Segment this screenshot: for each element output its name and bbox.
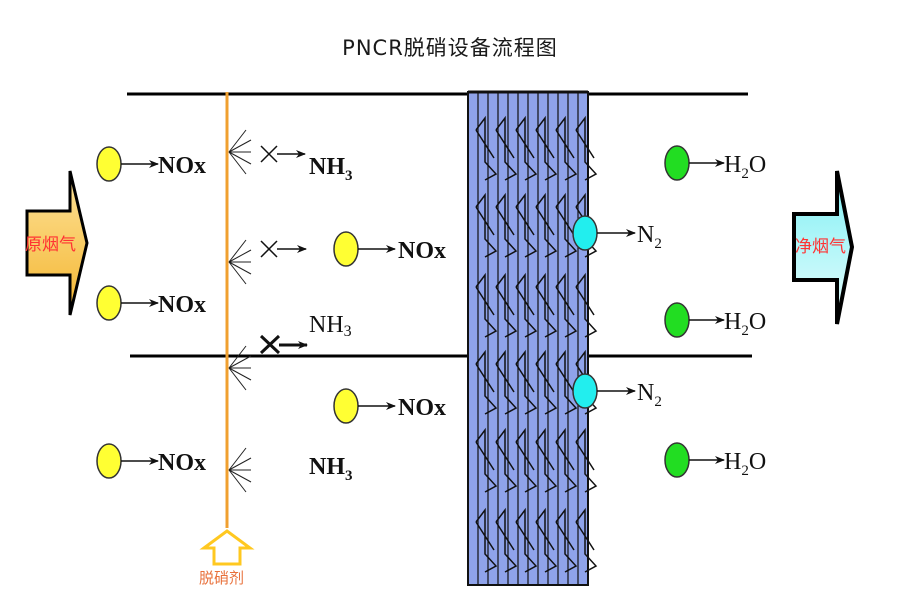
nh3-label-3: NH3 (309, 454, 353, 484)
catalyst-baffle (555, 115, 578, 181)
h2o-label: H2O (724, 152, 766, 182)
catalyst-baffle (555, 349, 578, 415)
catalyst-baffle (515, 272, 538, 338)
nox-label: NOx (158, 450, 206, 476)
catalyst-baffle (495, 272, 518, 338)
catalyst-baffle (475, 115, 498, 181)
n2-product-1: N2 (572, 215, 662, 252)
catalyst-baffle (515, 115, 538, 181)
nox-molecule-icon (96, 443, 122, 479)
nox-molecule-icon (333, 231, 359, 267)
catalyst-baffle (535, 272, 558, 338)
spray-nozzle-icon (228, 447, 252, 493)
catalyst-baffle (495, 192, 518, 258)
reaction-marker-1 (260, 145, 306, 163)
nox-label: NOx (398, 238, 446, 264)
nox-left-2: NOx (96, 285, 206, 321)
reaction-marker-3 (259, 334, 308, 355)
catalyst-baffle (475, 507, 498, 573)
h2o-label: H2O (724, 309, 766, 339)
reagent-inlet-arrow: 脱硝剂 (199, 529, 255, 587)
outlet-flue-gas-arrow: 净烟气 (792, 170, 855, 325)
catalyst-baffle (535, 427, 558, 493)
cross-icon (260, 145, 278, 163)
catalyst-baffle (495, 507, 518, 573)
catalyst-baffle (475, 427, 498, 493)
h2o-label: H2O (724, 449, 766, 479)
cross-icon (260, 240, 278, 258)
spray-nozzle-icon (228, 129, 252, 175)
catalyst-baffle (555, 507, 578, 573)
catalyst-baffle (575, 427, 598, 493)
catalyst-baffle (475, 192, 498, 258)
nox-mid-1: NOx (333, 231, 446, 267)
catalyst-baffle (475, 272, 498, 338)
h2o-product-2: H2O (664, 302, 766, 339)
catalyst-baffle (515, 192, 538, 258)
cross-icon (259, 334, 281, 355)
n2-label: N2 (637, 380, 662, 410)
catalyst-baffle (575, 272, 598, 338)
outlet-label: 净烟气 (795, 237, 846, 257)
catalyst-baffle (515, 427, 538, 493)
catalyst-baffle (535, 192, 558, 258)
catalyst-baffle (495, 115, 518, 181)
catalyst-bed (467, 90, 598, 586)
nox-mid-2: NOx (333, 388, 446, 424)
spray-nozzle-icon (228, 239, 252, 285)
reaction-marker-2 (260, 240, 307, 258)
nh3-label-1: NH3 (309, 154, 353, 184)
h2o-product-3: H2O (664, 442, 766, 479)
nox-label: NOx (398, 395, 446, 421)
catalyst-baffle (495, 349, 518, 415)
spray-nozzle-icon (228, 345, 252, 391)
catalyst-baffle (535, 507, 558, 573)
inlet-label: 原烟气 (25, 235, 76, 255)
catalyst-baffle (475, 349, 498, 415)
h2o-molecule-icon (664, 302, 690, 338)
h2o-product-1: H2O (664, 145, 766, 182)
catalyst-baffle (555, 272, 578, 338)
catalyst-baffle (555, 427, 578, 493)
n2-label: N2 (637, 222, 662, 252)
reagent-label: 脱硝剂 (199, 569, 244, 587)
catalyst-baffle (575, 115, 598, 181)
catalyst-baffle (515, 349, 538, 415)
nox-label: NOx (158, 153, 206, 179)
catalyst-baffle (555, 192, 578, 258)
catalyst-baffle (515, 507, 538, 573)
diagram-title: PNCR脱硝设备流程图 (342, 36, 558, 60)
nox-molecule-icon (96, 285, 122, 321)
spray-nozzles (228, 129, 252, 493)
nox-left-3: NOx (96, 443, 206, 479)
nox-molecule-icon (96, 146, 122, 182)
n2-product-2: N2 (572, 373, 662, 410)
nox-label: NOx (158, 292, 206, 318)
h2o-molecule-icon (664, 442, 690, 478)
n2-molecule-icon (572, 373, 598, 409)
inlet-flue-gas-arrow: 原烟气 (25, 170, 89, 316)
catalyst-baffle (495, 427, 518, 493)
catalyst-baffle (535, 349, 558, 415)
nox-left-1: NOx (96, 146, 206, 182)
n2-molecule-icon (572, 215, 598, 251)
h2o-molecule-icon (664, 145, 690, 181)
nox-molecule-icon (333, 388, 359, 424)
catalyst-baffle (535, 115, 558, 181)
catalyst-baffle (575, 507, 598, 573)
nh3-label-2: NH3 (309, 312, 352, 340)
